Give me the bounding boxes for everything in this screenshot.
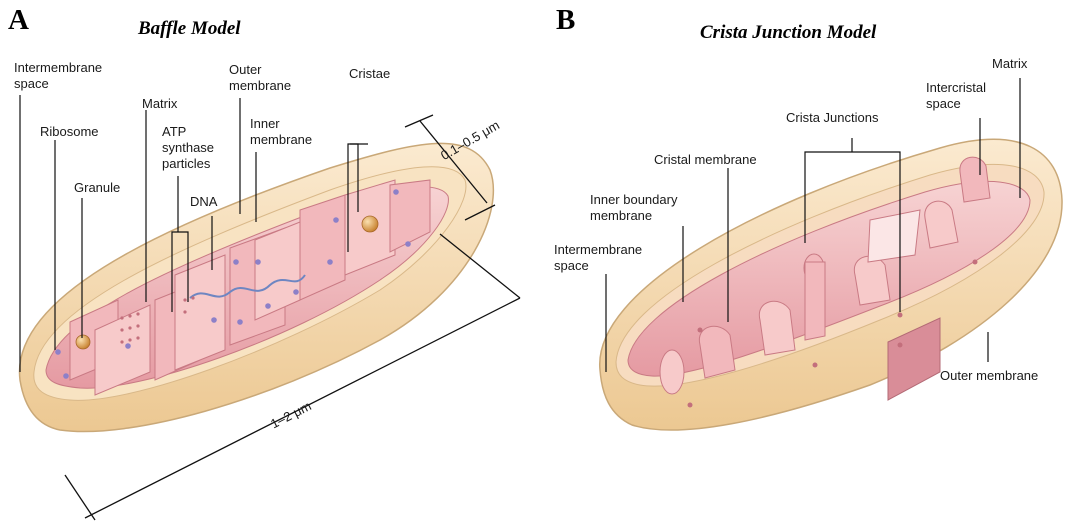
label-cristal-membrane: Cristal membrane [654, 152, 757, 167]
label-intercristal-space-2: space [926, 96, 961, 111]
panel-a-letter: A [8, 4, 29, 37]
label-crista-junctions: Crista Junctions [786, 110, 878, 125]
label-intermembrane-space-b-2: space [554, 258, 589, 273]
label-atp-synthase: ATP [162, 124, 186, 139]
label-outer-membrane-a: Outer [229, 62, 262, 77]
label-intercristal-space: Intercristal [926, 80, 986, 95]
label-inner-membrane: Inner [250, 116, 280, 131]
label-matrix-b: Matrix [992, 56, 1027, 71]
label-intermembrane-space-b: Intermembrane [554, 242, 642, 257]
label-outer-membrane-a-2: membrane [229, 78, 291, 93]
label-inner-boundary-membrane-2: membrane [590, 208, 652, 223]
label-cristae: Cristae [349, 66, 390, 81]
label-outer-membrane-b: Outer membrane [940, 368, 1038, 383]
label-atp-synthase-2: synthase [162, 140, 214, 155]
label-dna: DNA [190, 194, 217, 209]
panel-b-letter: B [556, 4, 575, 37]
label-intermembrane-space-a: Intermembrane [14, 60, 102, 75]
label-inner-boundary-membrane: Inner boundary [590, 192, 677, 207]
label-intermembrane-space-a-2: space [14, 76, 49, 91]
label-matrix-a: Matrix [142, 96, 177, 111]
panel-b-title: Crista Junction Model [700, 22, 876, 44]
label-atp-synthase-3: particles [162, 156, 210, 171]
label-ribosome: Ribosome [40, 124, 99, 139]
label-inner-membrane-2: membrane [250, 132, 312, 147]
label-granule: Granule [74, 180, 120, 195]
panel-a-title: Baffle Model [138, 18, 241, 40]
